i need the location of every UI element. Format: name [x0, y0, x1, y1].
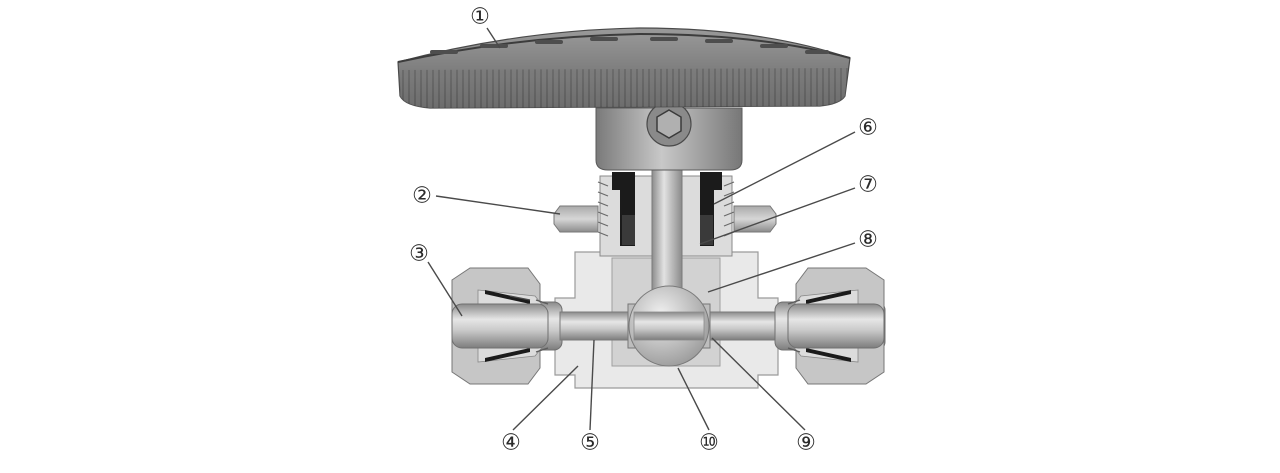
set-screw-hex-icon	[656, 109, 682, 139]
callout-10: ⑩	[699, 431, 719, 456]
callout-6: ⑥	[858, 116, 878, 141]
handle-knob	[397, 27, 851, 109]
callout-7: ⑦	[858, 173, 878, 198]
left-tube-end	[451, 303, 549, 349]
panel-nut	[553, 205, 777, 233]
leader-lines	[427, 27, 856, 431]
callout-9: ⑨	[796, 431, 816, 456]
callout-8: ⑧	[858, 228, 878, 253]
right-tube-end	[787, 303, 885, 349]
valve-ball	[628, 285, 710, 367]
callout-5: ⑤	[580, 431, 600, 456]
bonnet-threads-left	[597, 181, 609, 237]
handle-hub	[595, 101, 743, 171]
callout-2: ②	[412, 184, 432, 209]
callout-4: ④	[501, 431, 521, 456]
callout-1: ①	[470, 5, 490, 30]
callout-3: ③	[409, 242, 429, 267]
valve-stem	[651, 164, 683, 291]
